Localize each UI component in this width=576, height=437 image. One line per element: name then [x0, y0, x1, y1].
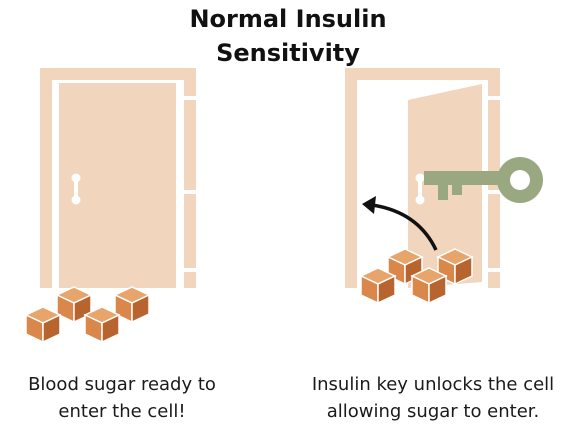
title-line-1: Normal Insulin [189, 5, 387, 33]
sugar-cube [84, 306, 120, 343]
sugar-cube [25, 306, 61, 343]
sugar-cubes-right [360, 248, 473, 304]
title-line-2: Sensitivity [216, 39, 360, 67]
left-caption: Blood sugar ready to enter the cell! [6, 371, 238, 425]
left-caption-line-1: Blood sugar ready to [28, 374, 216, 395]
right-caption: Insulin key unlocks the cell allowing su… [292, 371, 574, 425]
diagram-title: Normal Insulin Sensitivity [0, 2, 576, 70]
sugar-cube [360, 267, 396, 304]
sugar-cube [114, 286, 150, 323]
right-caption-line-1: Insulin key unlocks the cell [311, 374, 555, 395]
door-handle-icon [71, 173, 81, 205]
right-caption-line-2: allowing sugar to enter. [326, 401, 540, 422]
left-door-panel [59, 83, 176, 288]
curved-arrow-icon [362, 196, 438, 251]
key-icon [424, 157, 543, 203]
door-handle-icon [415, 173, 425, 205]
sugar-cube [411, 267, 447, 304]
sugar-cubes-left [25, 286, 150, 343]
left-caption-line-2: enter the cell! [58, 401, 186, 422]
closed-door [40, 68, 196, 288]
